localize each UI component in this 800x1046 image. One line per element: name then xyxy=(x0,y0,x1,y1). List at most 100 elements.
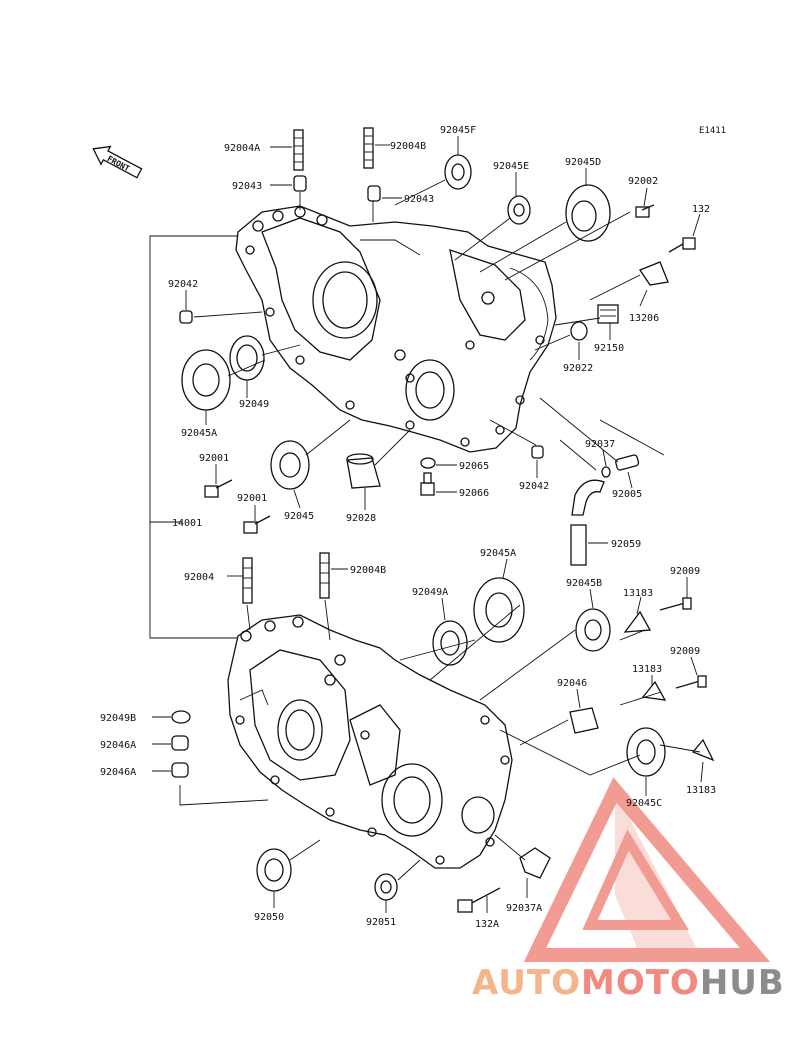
bolt-92002 xyxy=(635,204,655,218)
bolt-92001-a xyxy=(204,479,233,498)
lower-crankcase-half xyxy=(227,614,513,869)
seal-92050 xyxy=(256,848,292,892)
hose-92059 xyxy=(570,524,587,566)
label-92028: 92028 xyxy=(346,513,376,524)
assembly-lines xyxy=(179,179,701,881)
plate-13183-b xyxy=(641,680,667,701)
stud-92004a xyxy=(293,129,304,171)
seal-92051 xyxy=(374,873,398,901)
label-92001-b: 92001 xyxy=(237,493,267,504)
fitting-92005 xyxy=(615,454,640,471)
bearing-92046a-a xyxy=(171,735,189,751)
brand-part-moto: MOTO xyxy=(580,963,700,1003)
label-92045e: 92045E xyxy=(493,161,529,172)
label-92004a: 92004A xyxy=(224,143,260,154)
label-92022: 92022 xyxy=(563,363,593,374)
bolt-92001-b xyxy=(243,515,271,534)
upper-crankcase-half xyxy=(235,205,557,453)
plate-13183-c xyxy=(691,738,715,762)
bearing-92045e xyxy=(507,195,531,225)
label-92045d: 92045D xyxy=(565,157,601,168)
label-13183-b: 13183 xyxy=(632,664,662,675)
bolt-132a xyxy=(457,887,501,913)
label-leaders xyxy=(152,136,704,913)
ring-92037 xyxy=(601,466,611,478)
brand-part-auto: AUTO xyxy=(472,963,581,1003)
bearing-92045a-top xyxy=(181,349,231,411)
bearing-92046a-b xyxy=(171,762,189,778)
label-92049a: 92049A xyxy=(412,587,448,598)
bracket-13206 xyxy=(639,261,669,286)
bolt-92009-a xyxy=(659,597,692,611)
plug-92066 xyxy=(420,472,435,496)
bearing-92045f xyxy=(444,154,472,190)
brand-part-hub: HUB xyxy=(699,963,785,1003)
label-92005: 92005 xyxy=(612,489,642,500)
fitting-92150 xyxy=(597,304,619,324)
label-92050: 92050 xyxy=(254,912,284,923)
bearing-92045a-mid xyxy=(473,577,525,643)
stud-92004b-top xyxy=(363,127,374,169)
label-92043-a: 92043 xyxy=(232,181,262,192)
label-14001: 14001 xyxy=(172,518,202,529)
label-92045a-mid: 92045A xyxy=(480,548,516,559)
label-92004b-top: 92004B xyxy=(390,141,426,152)
washer-92022 xyxy=(570,321,588,341)
label-92150: 92150 xyxy=(594,343,624,354)
washer-92065 xyxy=(420,457,436,469)
label-13183-a: 13183 xyxy=(623,588,653,599)
label-92001-a: 92001 xyxy=(199,453,229,464)
part-labels: 92004A 92004B 92045F 92043 92043 92045E … xyxy=(100,125,716,930)
hose-elbow xyxy=(571,479,605,516)
label-92009-a: 92009 xyxy=(670,566,700,577)
label-92066: 92066 xyxy=(459,488,489,499)
dowel-92043-a xyxy=(293,175,307,192)
watermark-logo-icon xyxy=(523,777,771,962)
label-92002: 92002 xyxy=(628,176,658,187)
label-92042-a: 92042 xyxy=(168,279,198,290)
sleeve-92028 xyxy=(346,453,381,489)
bolt-92009-b xyxy=(675,675,707,689)
label-92042-b: 92042 xyxy=(519,481,549,492)
label-92004b-bottom: 92004B xyxy=(350,565,386,576)
clamp-92037a xyxy=(519,847,551,879)
label-92065: 92065 xyxy=(459,461,489,472)
label-92045b: 92045B xyxy=(566,578,602,589)
plate-13183-a xyxy=(623,610,652,633)
label-92037: 92037 xyxy=(585,439,615,450)
label-92045c: 92045C xyxy=(626,798,662,809)
pin-92042-b xyxy=(531,445,544,459)
bearing-92045d xyxy=(565,184,611,242)
bearing-92045 xyxy=(270,440,310,490)
front-arrow-icon: FRONT xyxy=(92,145,143,179)
needle-bearing-92046 xyxy=(569,707,599,734)
stud-92004 xyxy=(242,557,253,604)
label-92059: 92059 xyxy=(611,539,641,550)
pin-92042-a xyxy=(179,310,193,324)
label-92037a: 92037A xyxy=(506,903,542,914)
label-132: 132 xyxy=(692,204,710,215)
label-92049: 92049 xyxy=(239,399,269,410)
label-92045a-top: 92045A xyxy=(181,428,217,439)
label-92045f: 92045F xyxy=(440,125,476,136)
leader-14001 xyxy=(149,235,238,639)
label-92046: 92046 xyxy=(557,678,587,689)
label-92051: 92051 xyxy=(366,917,396,928)
watermark-brand: AUTOMOTOHUB xyxy=(472,963,785,1003)
bearing-92045b xyxy=(575,608,611,652)
stud-92004b-bottom xyxy=(319,552,330,599)
label-92009-b: 92009 xyxy=(670,646,700,657)
label-92045: 92045 xyxy=(284,511,314,522)
label-132a: 132A xyxy=(475,919,499,930)
label-92049b: 92049B xyxy=(100,713,136,724)
collar-92049b xyxy=(171,710,191,724)
seal-92049a xyxy=(432,620,468,666)
dowel-92043-b xyxy=(367,185,381,202)
label-92046a-a: 92046A xyxy=(100,740,136,751)
label-13206: 13206 xyxy=(629,313,659,324)
bearing-92045c xyxy=(626,727,666,777)
label-92004: 92004 xyxy=(184,572,214,583)
label-13183-c: 13183 xyxy=(686,785,716,796)
